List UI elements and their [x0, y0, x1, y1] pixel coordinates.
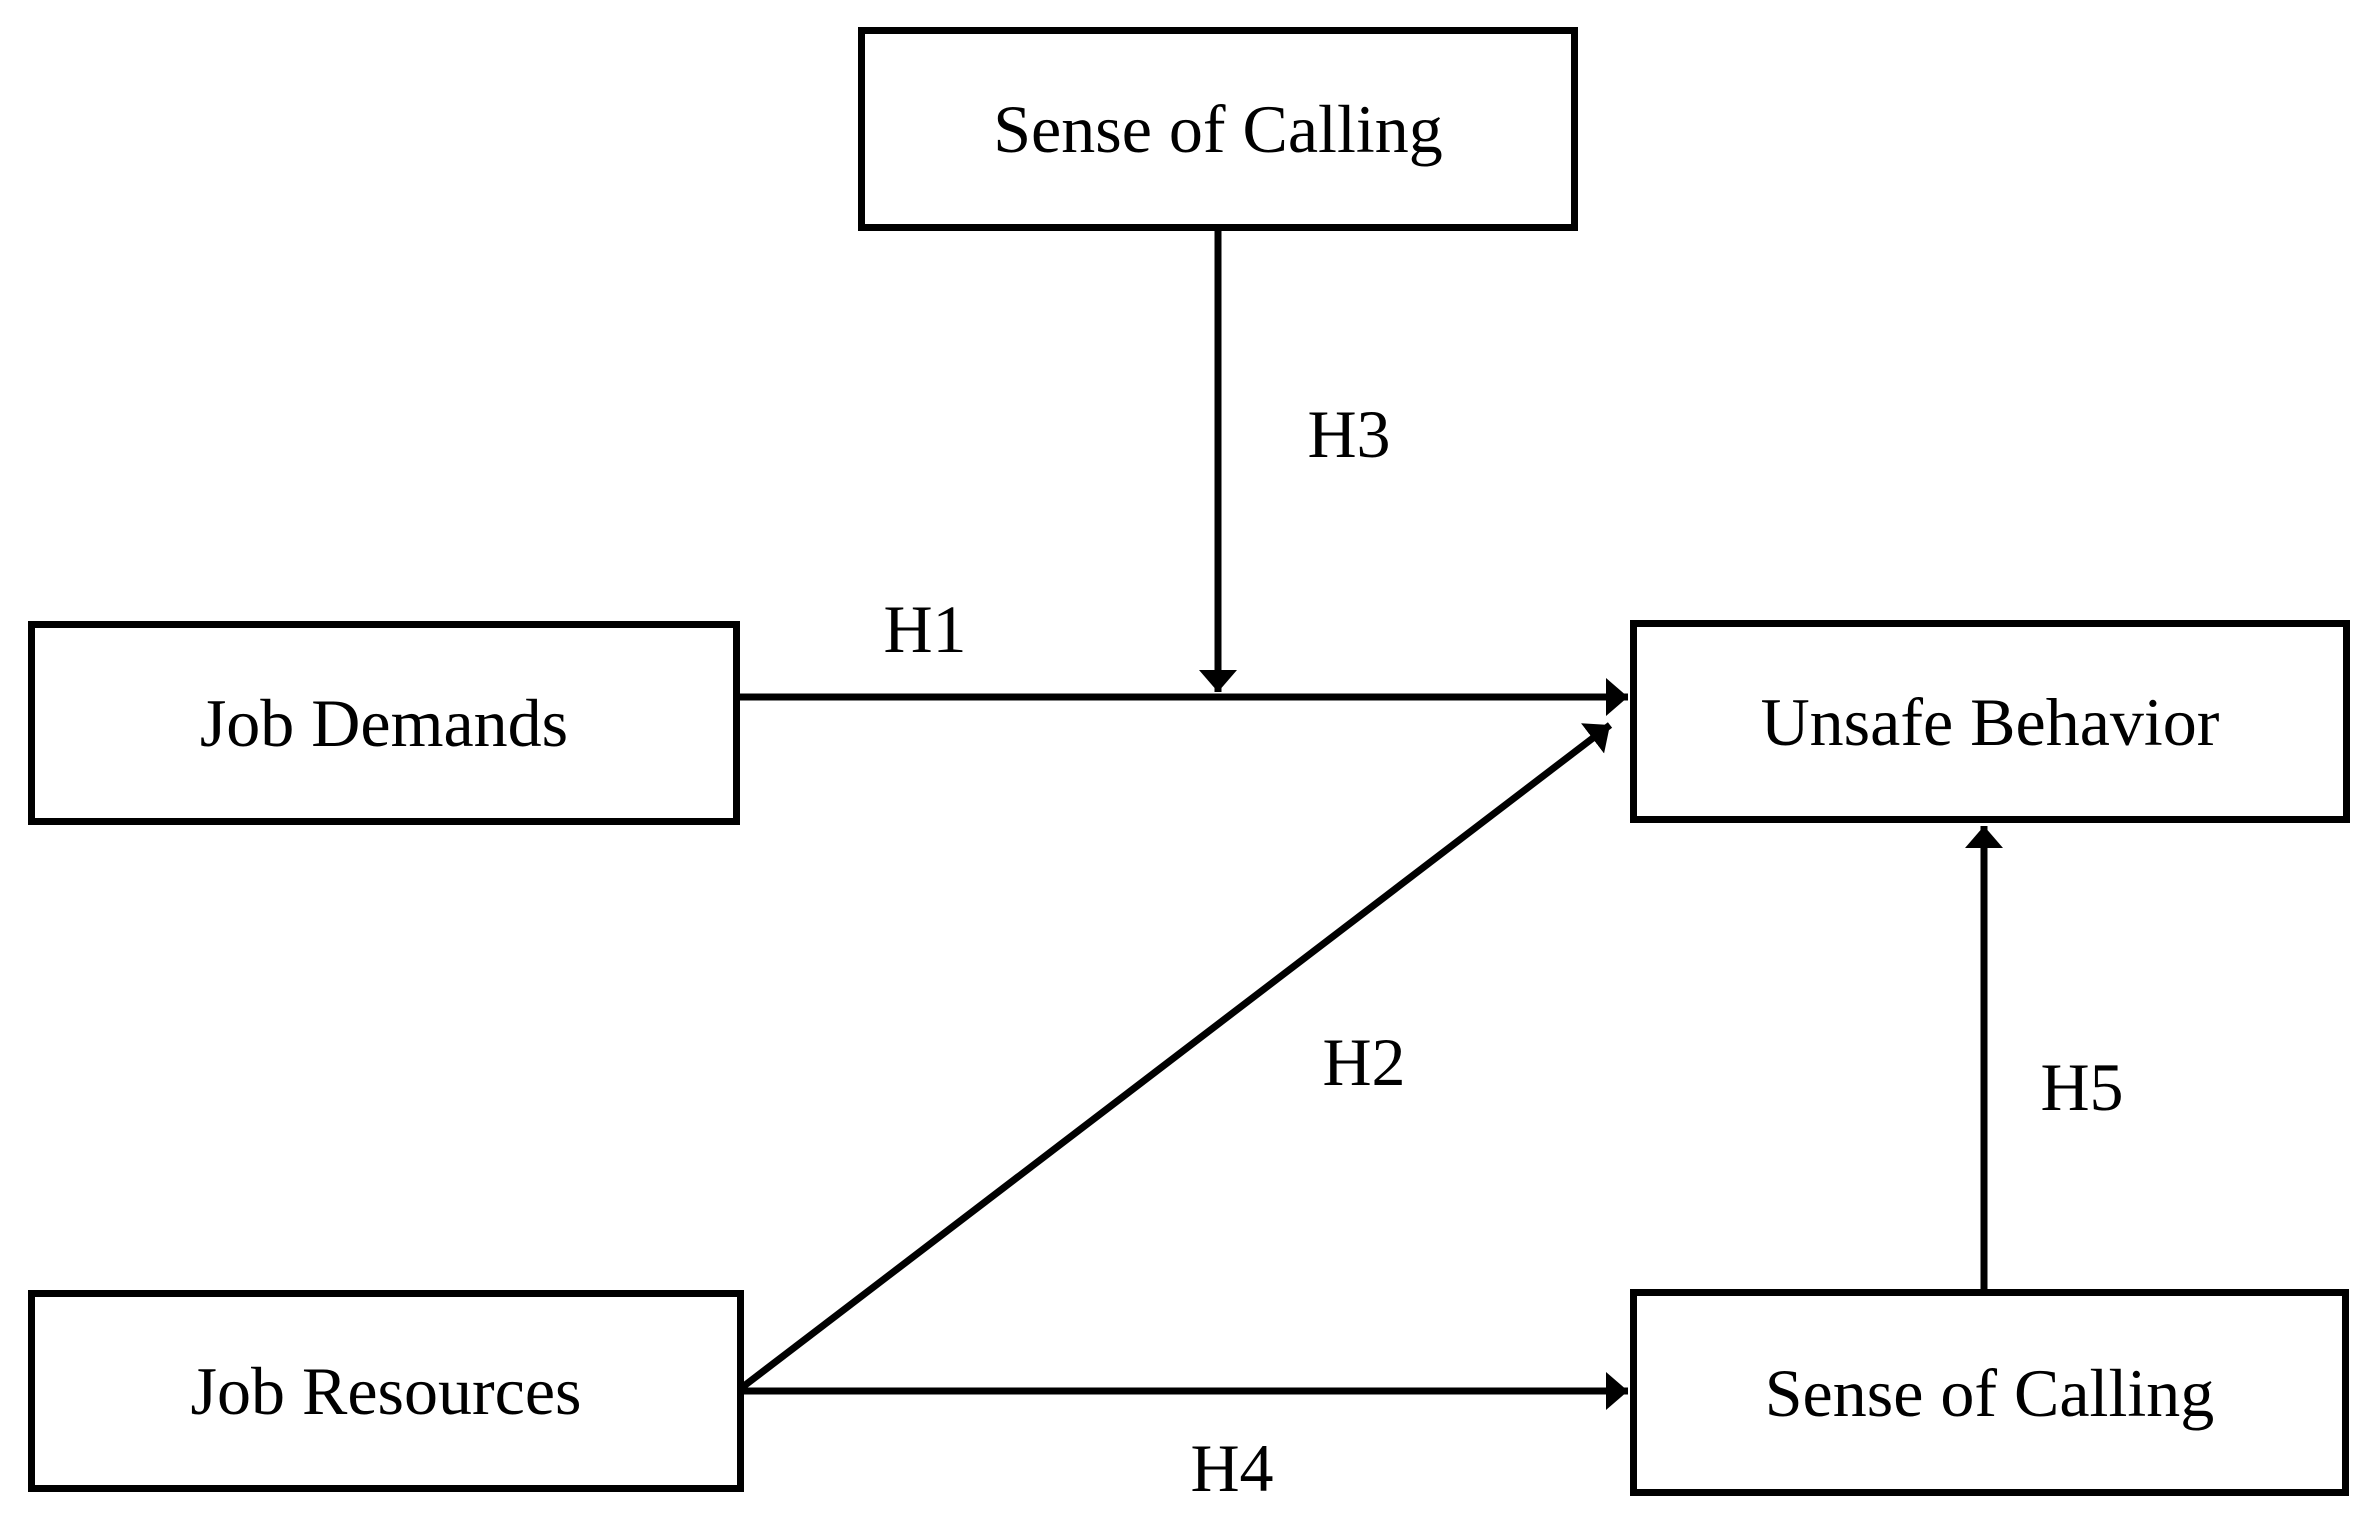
edge-label-h4: H4: [1190, 1430, 1274, 1506]
edge-label-h1: H1: [883, 591, 967, 667]
node-label-job-demands: Job Demands: [199, 685, 569, 761]
edge-label-h5: H5: [2040, 1049, 2124, 1125]
node-job-resources: Job Resources: [28, 1290, 744, 1492]
node-unsafe-behavior: Unsafe Behavior: [1630, 620, 2350, 823]
arrow-h2: [737, 722, 1613, 1392]
node-job-demands: Job Demands: [28, 621, 740, 825]
edge-label-h3: H3: [1307, 396, 1391, 472]
node-label-sense-of-calling-bottom: Sense of Calling: [1764, 1354, 2215, 1431]
edge-label-h2: H2: [1322, 1024, 1406, 1100]
node-label-job-resources: Job Resources: [190, 1353, 582, 1429]
node-sense-of-calling-bottom: Sense of Calling: [1630, 1289, 2349, 1496]
node-label-sense-of-calling-top: Sense of Calling: [993, 91, 1443, 167]
node-label-unsafe-behavior: Unsafe Behavior: [1760, 683, 2220, 760]
node-sense-of-calling-top: Sense of Calling: [858, 27, 1578, 231]
